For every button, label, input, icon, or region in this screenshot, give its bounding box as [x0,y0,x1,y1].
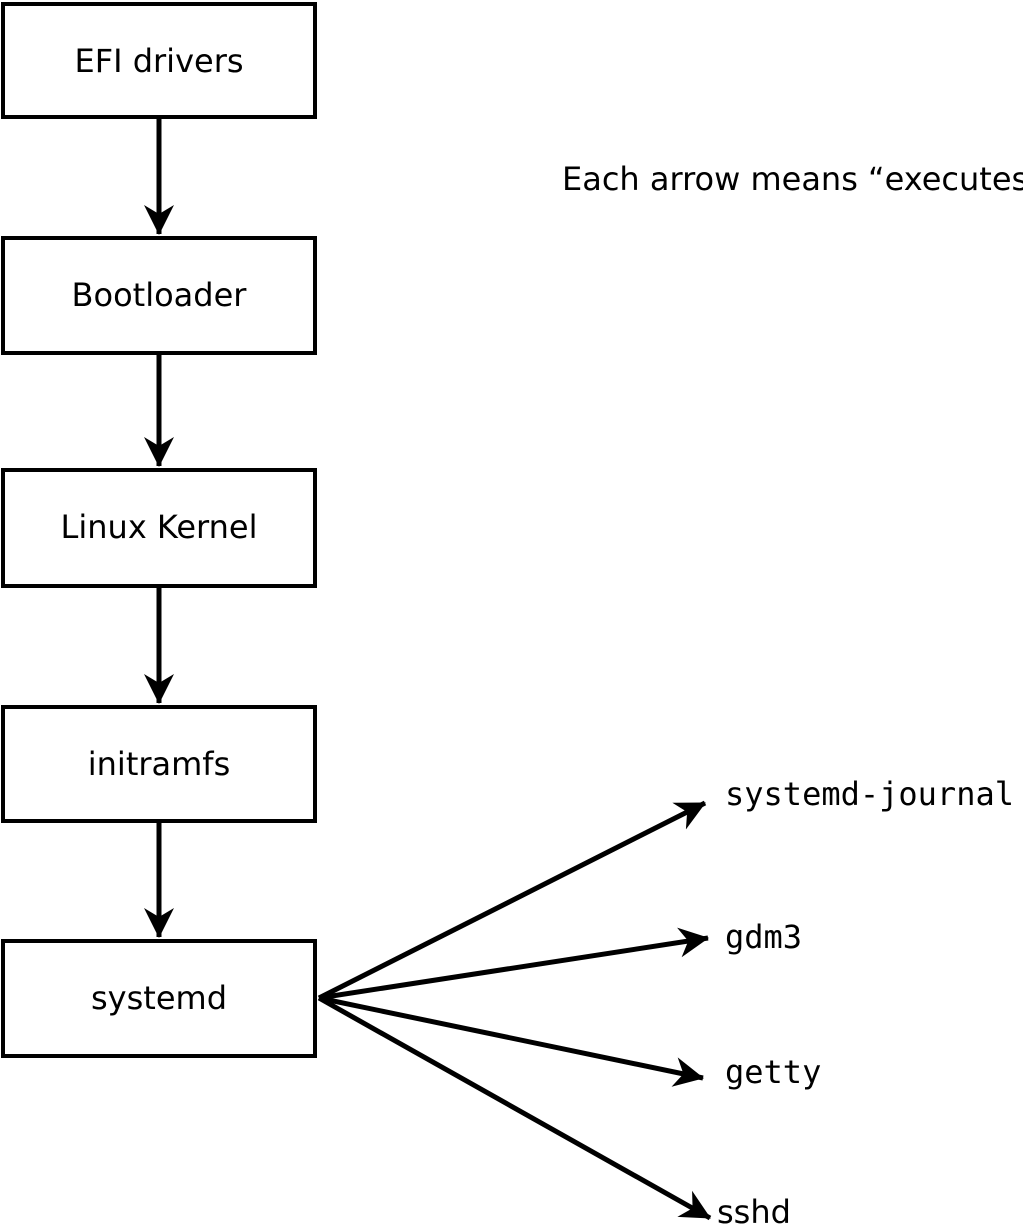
node-initramfs-label: initramfs [88,745,230,783]
node-bootloader-label: Bootloader [72,276,248,314]
node-linux-kernel: Linux Kernel [1,468,317,588]
node-systemd-label: systemd [91,979,227,1017]
arrow-systemd-to-sshd [317,995,712,1221]
node-bootloader: Bootloader [1,236,317,355]
node-initramfs-box [1,705,317,823]
node-efi-drivers-label: EFI drivers [74,42,243,80]
process-label-getty: getty [725,1053,821,1091]
caption-arrow-meaning: Each arrow means “executes”. [562,160,1023,198]
node-efi-drivers-box [1,2,317,119]
node-linux-kernel-box [1,468,317,588]
arrow-systemd-to-getty [318,995,704,1087]
node-efi-drivers: EFI drivers [1,2,317,119]
process-label-systemd-journal: systemd-journal [725,775,1014,813]
node-systemd: systemd [1,939,317,1058]
node-linux-kernel-label: Linux Kernel [61,508,258,546]
arrow-systemd-to-systemd-journal [317,800,707,1001]
node-bootloader-box [1,236,317,355]
arrow-systemd-to-gdm3 [318,927,709,1001]
process-label-gdm3: gdm3 [725,918,802,956]
node-initramfs: initramfs [1,705,317,823]
process-label-sshd: sshd [717,1193,791,1230]
node-systemd-box [1,939,317,1058]
